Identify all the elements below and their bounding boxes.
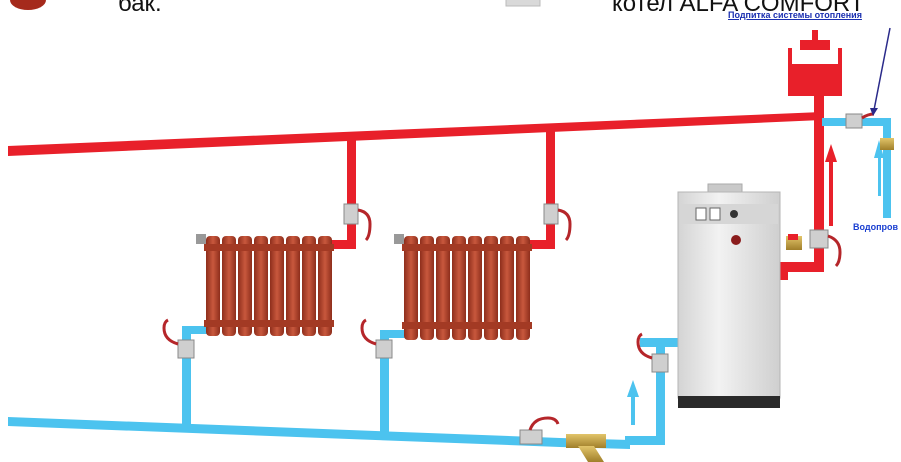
radiator-1 — [196, 234, 334, 336]
supply-pipes — [8, 93, 837, 280]
radiator-2-return-riser — [380, 330, 389, 437]
boiler-base — [678, 396, 780, 408]
boiler-legend-icon — [505, 0, 541, 7]
return-flow-arrow — [631, 395, 635, 425]
main-supply-pipe — [8, 112, 822, 156]
strainer-filter — [566, 434, 606, 462]
boiler-alfa-comfort — [677, 183, 781, 408]
boiler-control-panel — [680, 204, 778, 224]
radiator-2 — [394, 234, 532, 340]
radiator-2-supply-valve[interactable] — [543, 203, 572, 242]
tank-legend-caption: бак. — [118, 0, 162, 17]
main-return-ball-valve[interactable] — [519, 416, 560, 445]
boiler-supply-valve[interactable] — [809, 229, 842, 268]
radiator-2-supply-drop — [546, 129, 555, 248]
safety-valve — [786, 234, 802, 250]
boiler-outlet-pipe — [780, 262, 824, 272]
makeup-pointer-line — [873, 27, 891, 111]
radiator-1-supply-valve[interactable] — [343, 203, 372, 242]
radiator-2-return-valve[interactable] — [360, 318, 393, 359]
boiler-legend-caption: котел ALFA COMFORT — [612, 0, 865, 17]
makeup-valve[interactable] — [845, 112, 875, 129]
boiler-supply-riser — [814, 93, 824, 269]
makeup-label[interactable]: Подпитка системы отопления — [728, 10, 862, 20]
makeup-check-valve — [880, 138, 894, 150]
boiler-return-valve[interactable] — [636, 332, 669, 373]
water-supply-arrow — [878, 156, 881, 196]
radiator-1-return-riser — [182, 326, 191, 430]
makeup-pipe-vertical — [883, 118, 891, 218]
main-return-pipe — [8, 417, 630, 449]
expansion-tank — [788, 30, 842, 96]
tank-legend-icon — [10, 0, 46, 10]
boiler-return-riser — [656, 338, 665, 444]
supply-flow-arrow — [829, 160, 833, 226]
radiator-1-supply-drop — [347, 138, 356, 248]
radiator-1-return-valve[interactable] — [162, 318, 195, 359]
water-supply-label: Водопров — [853, 222, 899, 232]
